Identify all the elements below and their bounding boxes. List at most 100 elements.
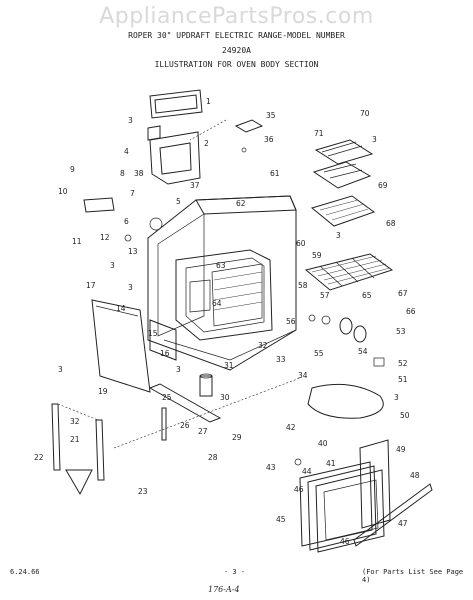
callout-26: 26 (180, 421, 190, 430)
oven-body (147, 195, 297, 371)
callout-43: 43 (266, 463, 276, 472)
callout-27: 27 (198, 427, 208, 436)
callout-56: 56 (286, 317, 296, 326)
callout-36: 36 (264, 135, 274, 144)
callout-57: 57 (320, 291, 330, 300)
callout-1: 1 (206, 97, 211, 106)
page-number: - 3 - (224, 568, 246, 576)
callout-46: 46 (294, 485, 304, 494)
diagram-title: ROPER 30" UPDRAFT ELECTRIC RANGE-MODEL N… (128, 31, 345, 40)
callout-66: 66 (406, 307, 416, 316)
callout-48: 48 (410, 471, 420, 480)
callout-13: 13 (128, 247, 138, 256)
callout-42: 42 (286, 423, 296, 432)
callout-33: 33 (276, 355, 286, 364)
callout-31: 31 (224, 361, 234, 370)
callout-23: 23 (138, 487, 148, 496)
print-date: 6.24.66 (10, 568, 40, 576)
callout-45: 45 (276, 515, 286, 524)
callout-2: 2 (204, 139, 209, 148)
cylinder-part (199, 373, 213, 397)
callout-8: 8 (120, 169, 125, 178)
callout-67: 67 (398, 289, 408, 298)
handwritten-code: 176-A-4 (208, 585, 240, 594)
callout-3h: 3 (394, 393, 399, 402)
callout-15: 15 (148, 329, 158, 338)
bottom-rail-part (148, 383, 222, 441)
callout-12: 12 (100, 233, 110, 242)
oven-door-assembly (299, 439, 433, 553)
callout-3: 3 (128, 116, 133, 125)
callout-3e: 3 (128, 283, 133, 292)
hardware-parts (83, 197, 385, 466)
callout-53: 53 (396, 327, 406, 336)
callout-labels: 1 2 3 4 5 6 7 8 9 10 11 12 13 14 15 16 1… (34, 97, 420, 546)
callout-37: 37 (190, 181, 200, 190)
callout-54: 54 (358, 347, 368, 356)
callout-3f: 3 (58, 365, 63, 374)
side-panel-part (91, 299, 151, 393)
shelf-support-part (314, 139, 374, 165)
watermark: AppliancePartsPros.com (99, 4, 374, 29)
callout-32b: 32 (70, 417, 80, 426)
callout-19: 19 (98, 387, 108, 396)
callout-61: 61 (270, 169, 280, 178)
callout-34: 34 (298, 371, 308, 380)
callout-3c: 3 (336, 231, 341, 240)
callout-22: 22 (34, 453, 44, 462)
back-panel-part (147, 89, 203, 185)
callout-3b: 3 (372, 135, 377, 144)
callout-6: 6 (124, 217, 129, 226)
bracket-part (234, 119, 264, 153)
callout-5: 5 (176, 197, 181, 206)
callout-28: 28 (208, 453, 218, 462)
callout-40: 40 (318, 439, 328, 448)
callout-49: 49 (396, 445, 406, 454)
model-number: 24920A (222, 46, 251, 55)
callout-52: 52 (398, 359, 408, 368)
callout-9: 9 (70, 165, 75, 174)
callout-7: 7 (130, 189, 135, 198)
callout-68: 68 (386, 219, 396, 228)
callout-62: 62 (236, 199, 246, 208)
callout-60: 60 (296, 239, 306, 248)
callout-58: 58 (298, 281, 308, 290)
callout-59: 59 (312, 251, 322, 260)
callout-30: 30 (220, 393, 230, 402)
callout-17: 17 (86, 281, 96, 290)
callout-51: 51 (398, 375, 408, 384)
callout-32: 32 (258, 341, 268, 350)
callout-11: 11 (72, 237, 82, 246)
callout-47: 47 (398, 519, 408, 528)
callout-3d: 3 (110, 261, 115, 270)
insulation-pad-part (307, 383, 384, 419)
callout-21: 21 (70, 435, 80, 444)
callout-63: 63 (216, 261, 226, 270)
callout-10: 10 (58, 187, 68, 196)
callout-14: 14 (116, 304, 126, 313)
callout-4: 4 (124, 147, 129, 156)
parts-list-note: (For Parts List See Page 4) (362, 568, 464, 584)
callout-71: 71 (314, 129, 324, 138)
callout-44: 44 (302, 467, 312, 476)
callout-65: 65 (362, 291, 372, 300)
callout-50: 50 (400, 411, 410, 420)
callout-55: 55 (314, 349, 324, 358)
broil-pan (310, 161, 376, 227)
callout-41: 41 (326, 459, 336, 468)
callout-64: 64 (212, 299, 222, 308)
callout-25: 25 (162, 393, 172, 402)
callout-38: 38 (134, 169, 144, 178)
leader-lines (57, 119, 301, 449)
trim-strip-part (51, 403, 105, 496)
diagram-subtitle: ILLUSTRATION FOR OVEN BODY SECTION (154, 60, 319, 69)
callout-46b: 46 (340, 537, 350, 546)
callout-69: 69 (378, 181, 388, 190)
callout-29: 29 (232, 433, 242, 442)
callout-35: 35 (266, 111, 276, 120)
callout-3g: 3 (176, 365, 181, 374)
callout-16: 16 (160, 349, 170, 358)
callout-70: 70 (360, 109, 370, 118)
oven-rack (304, 253, 394, 291)
